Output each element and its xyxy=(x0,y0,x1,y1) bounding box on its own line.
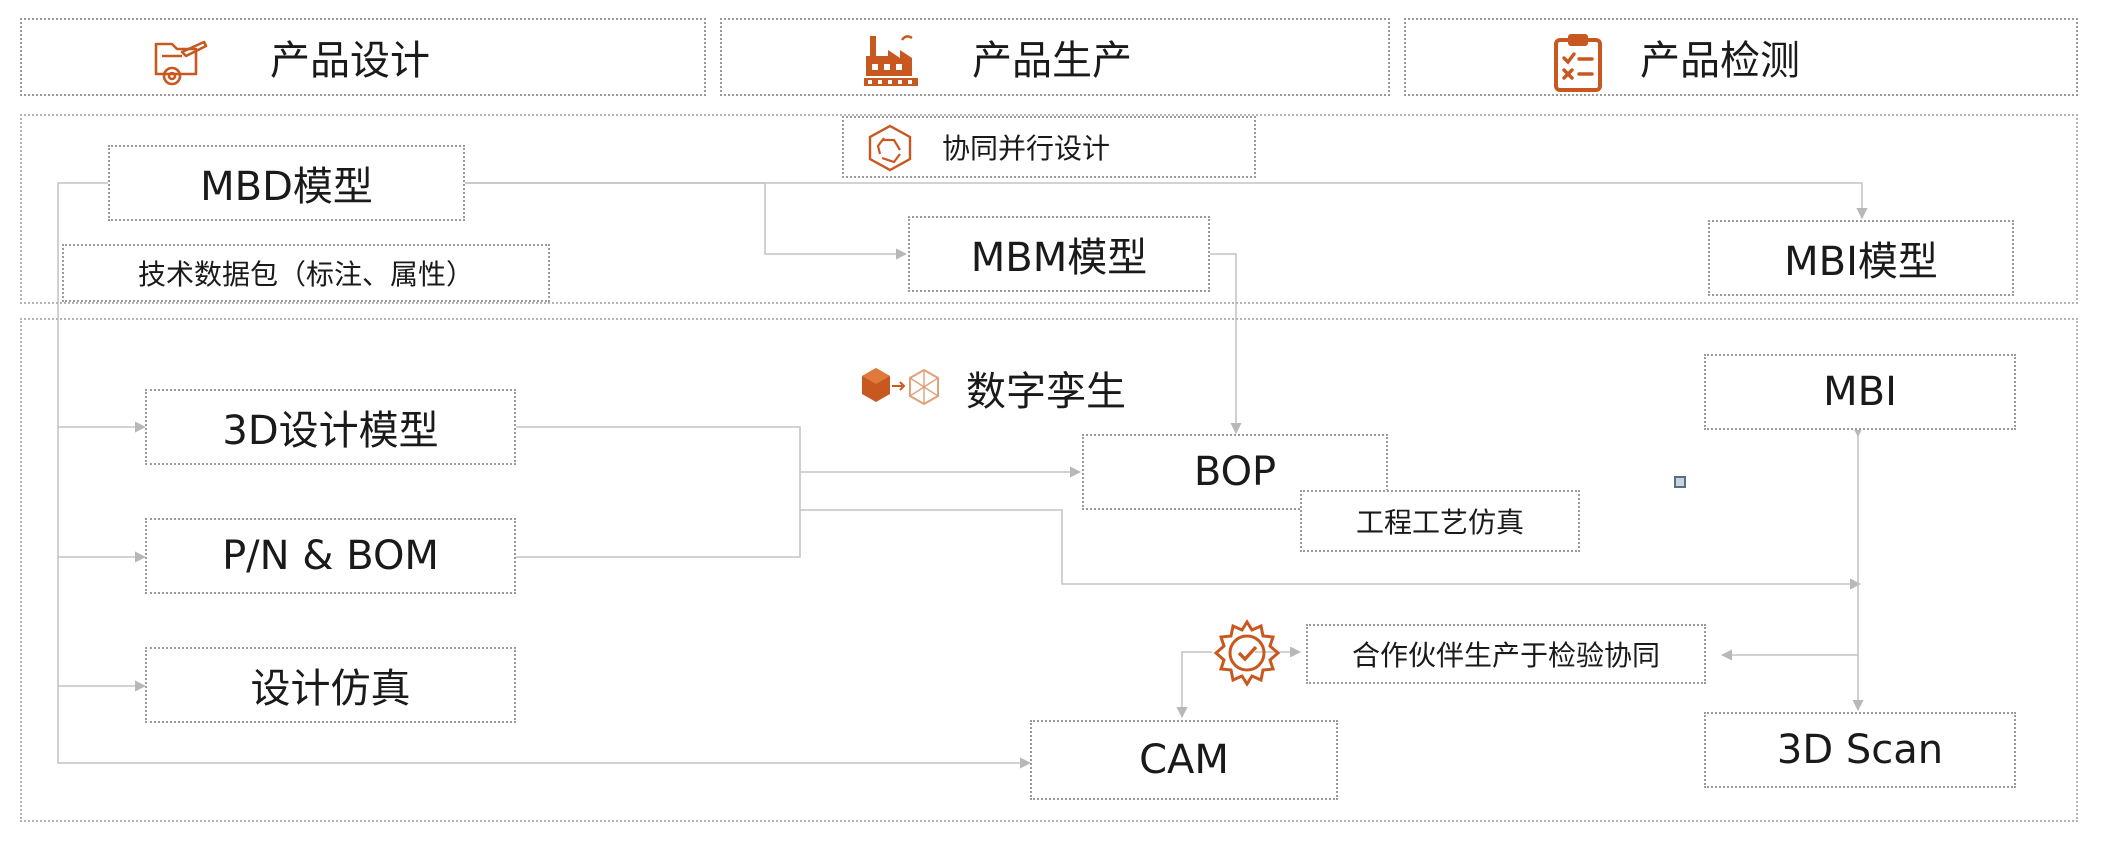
mbm-model-label: MBM模型 xyxy=(970,235,1148,281)
mbd-model-label: MBD模型 xyxy=(200,164,373,210)
partner-collab-box: 合作伙伴生产于检验协同 xyxy=(1306,624,1706,684)
mbi-model-box: MBI模型 xyxy=(1708,220,2014,296)
design-tools-icon xyxy=(154,40,208,86)
mbm-model-box: MBM模型 xyxy=(908,216,1210,292)
3d-scan-box: 3D Scan xyxy=(1704,712,2016,788)
3d-scan-label: 3D Scan xyxy=(1776,727,1944,773)
tdp-box: 技术数据包（标注、属性） xyxy=(62,244,550,302)
header-design-title: 产品设计 xyxy=(270,38,430,84)
clipboard-checklist-icon xyxy=(1554,34,1602,92)
3d-design-model-label: 3D设计模型 xyxy=(222,408,439,454)
line-3d-merge xyxy=(516,426,1082,478)
pn-bom-label: P/N & BOM xyxy=(222,533,439,579)
header-production-panel xyxy=(720,18,1390,96)
selection-handle[interactable] xyxy=(1674,476,1686,488)
mbi-box: MBI xyxy=(1704,354,2016,430)
cam-label: CAM xyxy=(1139,737,1229,783)
line-mbd-trunk xyxy=(57,182,1032,769)
line-pn-right xyxy=(800,509,1862,590)
partner-collab-label: 合作伙伴生产于检验协同 xyxy=(1351,639,1660,672)
tdp-label: 技术数据包（标注、属性） xyxy=(137,258,474,291)
line-pn-merge xyxy=(516,472,801,558)
cam-box: CAM xyxy=(1030,720,1338,800)
3d-design-model-box: 3D设计模型 xyxy=(145,389,516,465)
line-mbd-mbimodel xyxy=(465,182,1868,220)
pn-bom-box: P/N & BOM xyxy=(145,518,516,594)
collab-label: 协同并行设计 xyxy=(942,132,1111,165)
cube-transform-icon xyxy=(862,368,939,406)
process-sim-label: 工程工艺仿真 xyxy=(1355,506,1524,539)
digital-twin-region xyxy=(20,318,2078,822)
mbi-model-label: MBI模型 xyxy=(1784,239,1938,285)
hexagon-cycle-icon xyxy=(868,124,912,172)
header-production-title: 产品生产 xyxy=(972,38,1132,84)
factory-icon xyxy=(864,35,918,86)
header-design-panel xyxy=(20,18,706,96)
process-sim-box: 工程工艺仿真 xyxy=(1300,490,1580,552)
collaborative-design-region xyxy=(20,114,2078,304)
bop-label: BOP xyxy=(1193,449,1277,495)
design-sim-label: 设计仿真 xyxy=(250,666,411,712)
design-sim-box: 设计仿真 xyxy=(145,647,516,723)
header-inspection-panel xyxy=(1404,18,2078,96)
line-gear-cam xyxy=(1176,651,1212,719)
bop-box: BOP xyxy=(1082,434,1388,510)
mbd-model-box: MBD模型 xyxy=(108,145,465,221)
line-mbm-bop xyxy=(1210,253,1242,435)
digital-twin-title: 数字孪生 xyxy=(966,369,1126,415)
gear-check-icon xyxy=(1213,619,1281,687)
mbi-label: MBI xyxy=(1823,369,1897,415)
header-inspection-title: 产品检测 xyxy=(1640,38,1800,84)
